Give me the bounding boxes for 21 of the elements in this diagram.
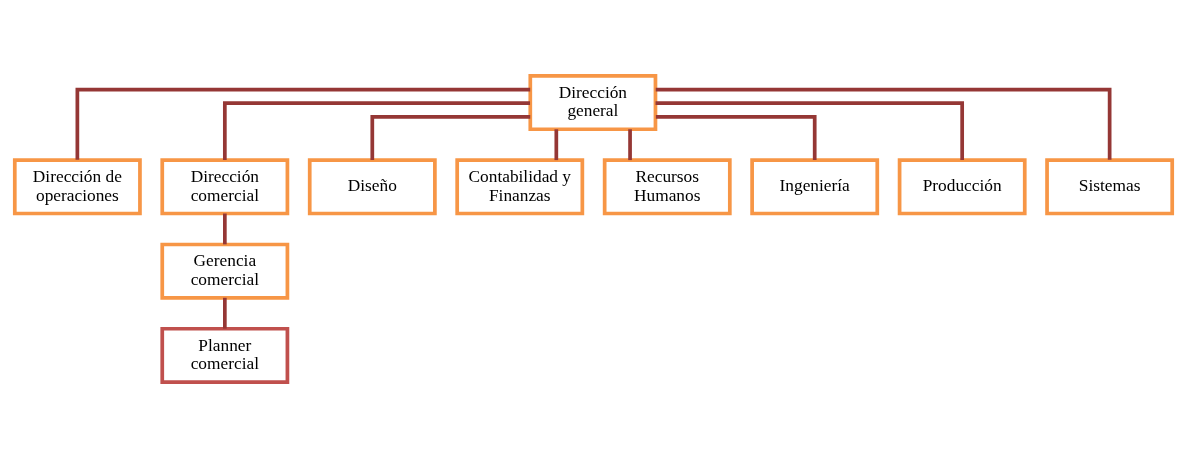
connector xyxy=(222,213,227,244)
node-box: Dirección de operaciones xyxy=(12,157,142,215)
node-box: Sistemas xyxy=(1045,157,1175,215)
connector xyxy=(222,100,531,160)
node-box: Dirección comercial xyxy=(160,157,290,215)
connector xyxy=(655,114,817,160)
connector xyxy=(628,128,632,160)
node-box: Recursos Humanos xyxy=(602,157,732,215)
node-box: Producción xyxy=(897,157,1027,215)
node-box: Contabilidad y Finanzas xyxy=(455,157,585,215)
node-box: Dirección general xyxy=(528,73,658,131)
node-box: Planner comercial xyxy=(160,326,290,384)
connector xyxy=(222,297,227,329)
node-box: Diseño xyxy=(307,157,437,215)
connector xyxy=(655,100,965,160)
node-box: Gerencia comercial xyxy=(160,242,290,300)
connector xyxy=(75,87,531,160)
connector xyxy=(554,128,559,160)
node-box: Ingeniería xyxy=(750,157,880,215)
connector xyxy=(370,114,531,160)
connector xyxy=(655,87,1112,160)
